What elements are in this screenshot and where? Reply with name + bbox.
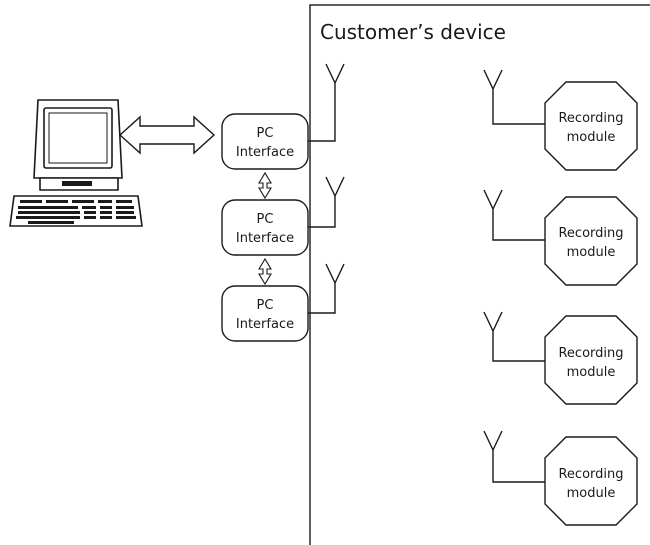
recording-module-label: module bbox=[567, 486, 616, 501]
antenna-icon bbox=[308, 263, 345, 314]
recording-module-1: Recording module bbox=[483, 69, 638, 171]
recording-module-label: module bbox=[567, 245, 616, 260]
pc-interface-label: Interface bbox=[236, 231, 294, 246]
customer-device-region bbox=[309, 4, 650, 545]
recording-module-label: Recording bbox=[558, 467, 623, 482]
link-arrow-1-2 bbox=[258, 171, 272, 200]
recording-module-4: Recording module bbox=[483, 430, 638, 526]
pc-interface-label: PC bbox=[257, 212, 274, 227]
antenna-icon bbox=[308, 63, 345, 142]
pc-interface-3: PC Interface bbox=[221, 285, 309, 342]
pc-interface-label: PC bbox=[257, 298, 274, 313]
pc-interface-1: PC Interface bbox=[221, 113, 309, 170]
link-arrow-2-3 bbox=[258, 257, 272, 286]
antenna-icon bbox=[308, 176, 345, 228]
pc-interface-label: Interface bbox=[236, 317, 294, 332]
computer-icon bbox=[9, 99, 143, 227]
recording-module-label: Recording bbox=[558, 111, 623, 126]
recording-module-2: Recording module bbox=[483, 189, 638, 286]
bidirectional-arrow bbox=[118, 115, 216, 155]
region-title: Customer’s device bbox=[320, 20, 506, 44]
recording-module-label: Recording bbox=[558, 226, 623, 241]
recording-module-label: module bbox=[567, 365, 616, 380]
pc-interface-label: PC bbox=[257, 126, 274, 141]
pc-interface-label: Interface bbox=[236, 145, 294, 160]
recording-module-label: module bbox=[567, 130, 616, 145]
pc-interface-2: PC Interface bbox=[221, 199, 309, 256]
recording-module-label: Recording bbox=[558, 346, 623, 361]
recording-module-3: Recording module bbox=[483, 311, 638, 405]
